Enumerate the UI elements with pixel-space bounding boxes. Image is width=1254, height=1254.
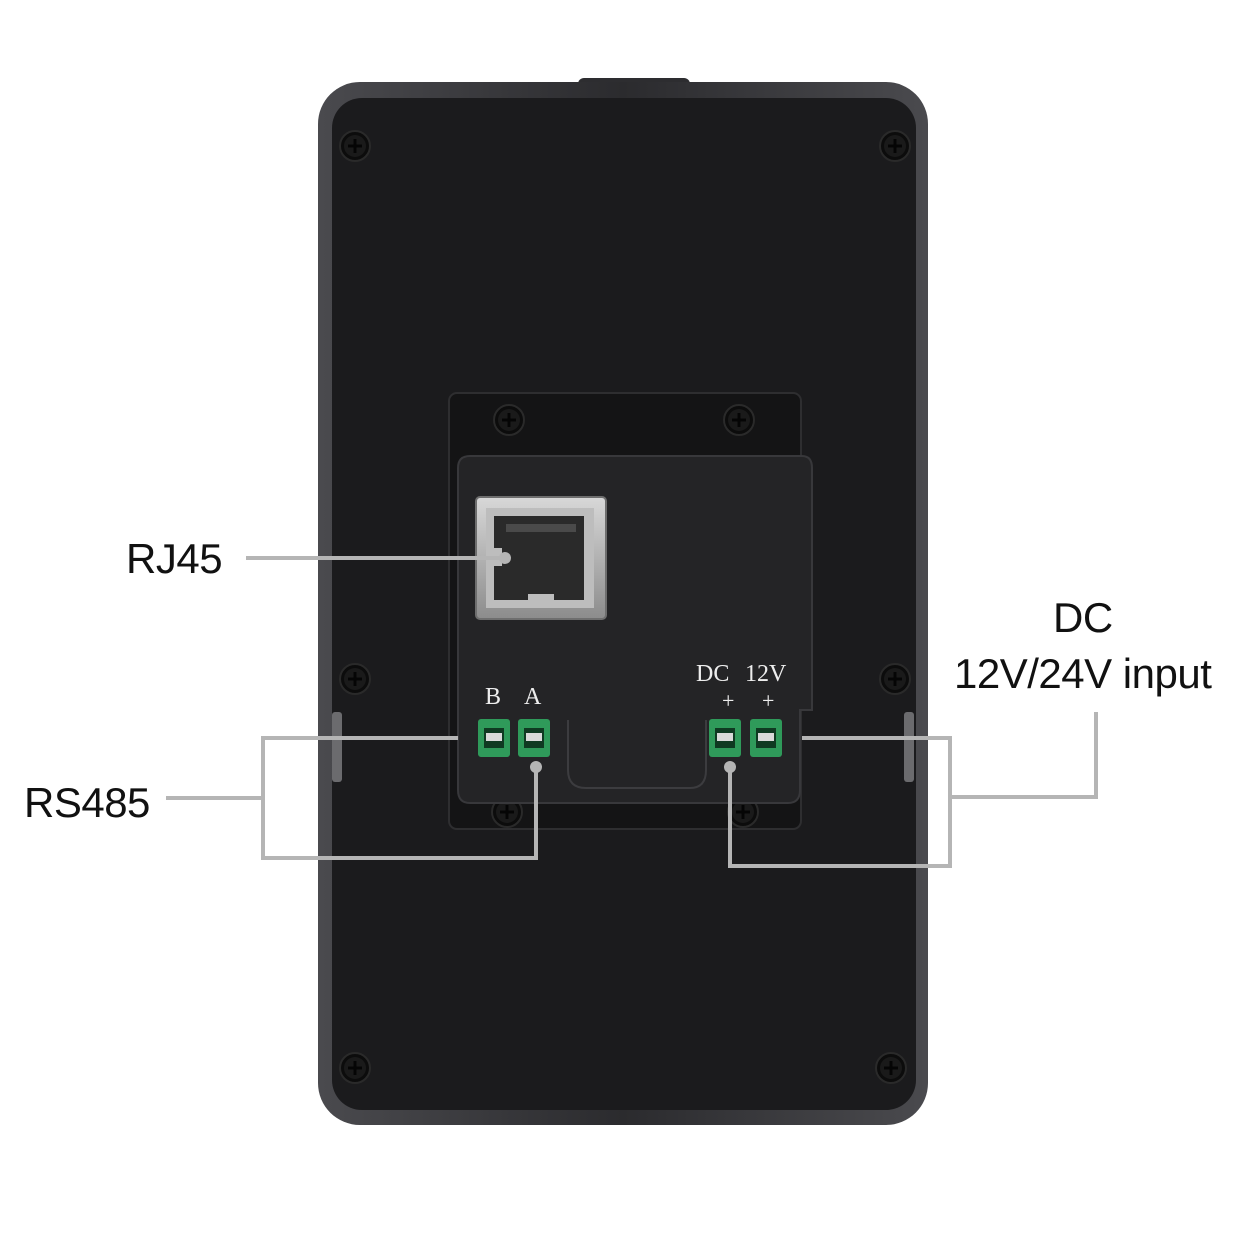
rs485-terminal-a[interactable] xyxy=(518,719,550,757)
leader-lines xyxy=(166,552,1098,868)
screw-icon xyxy=(492,403,526,437)
dc-bracket xyxy=(728,736,952,868)
rs485-terminal-b[interactable] xyxy=(478,719,510,757)
dc-input-label: 12V/24V input xyxy=(954,650,1212,697)
side-clip-right xyxy=(904,712,914,782)
dc-leader xyxy=(950,712,1098,799)
screw-icon xyxy=(874,1051,908,1085)
terminal-label-plus: + xyxy=(762,688,775,713)
rj45-label: RJ45 xyxy=(126,535,223,582)
rs485-label: RS485 xyxy=(24,779,150,826)
screw-icon xyxy=(722,403,756,437)
screw-icon xyxy=(878,129,912,163)
terminal-label-dc: DC xyxy=(696,661,730,687)
terminal-label-12v: 12V xyxy=(745,661,787,687)
dc-label: DC xyxy=(1053,594,1113,641)
dc-terminal-1[interactable] xyxy=(709,719,741,757)
side-clip-left xyxy=(332,712,342,782)
screw-icon xyxy=(338,1051,372,1085)
terminal-label-b: B xyxy=(485,684,502,710)
rj45-port[interactable] xyxy=(475,496,607,620)
dc-terminal-2[interactable] xyxy=(750,719,782,757)
screw-icon xyxy=(878,662,912,696)
terminal-label-a: A xyxy=(524,684,542,710)
module-recess xyxy=(567,720,707,789)
screw-icon xyxy=(338,129,372,163)
rs485-bracket xyxy=(261,736,538,860)
screw-icon xyxy=(338,662,372,696)
terminal-label-plus: + xyxy=(722,688,735,713)
